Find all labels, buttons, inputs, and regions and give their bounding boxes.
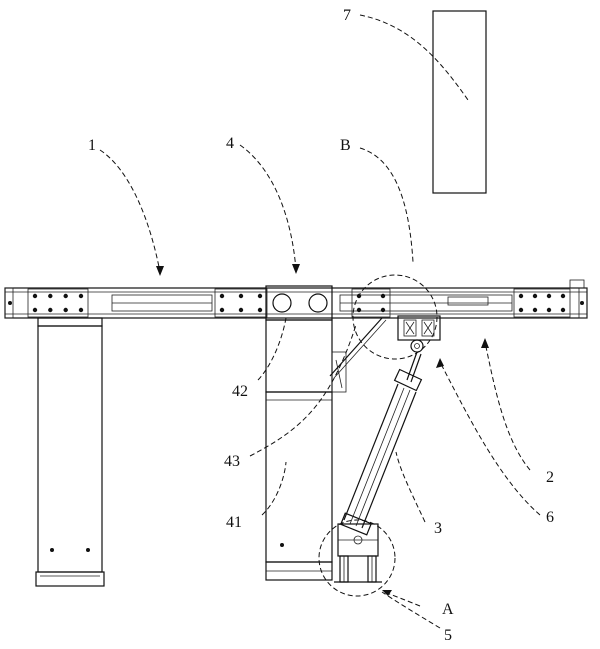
detail-circle-b bbox=[352, 274, 438, 360]
beam-holes bbox=[8, 293, 584, 313]
bolt-hole bbox=[63, 293, 68, 299]
beam-bolt-plates bbox=[27, 288, 571, 318]
hydraulic-cylinder bbox=[339, 351, 423, 536]
bolt-hole bbox=[257, 307, 263, 313]
center-support-unit bbox=[265, 285, 347, 581]
label-2: 2 bbox=[546, 469, 554, 486]
label-4: 4 bbox=[226, 135, 234, 152]
bolt-hole bbox=[78, 307, 84, 313]
bolt-hole bbox=[560, 293, 566, 299]
bolt-hole bbox=[518, 293, 524, 299]
bolt-hole bbox=[219, 293, 225, 299]
label-43: 43 bbox=[224, 453, 240, 470]
bolt-hole bbox=[532, 307, 538, 313]
bolt-hole bbox=[48, 293, 53, 299]
cylinder-base-mount bbox=[334, 523, 382, 583]
hinge-bracket bbox=[329, 315, 441, 379]
bolt-hole bbox=[238, 293, 244, 299]
label-6: 6 bbox=[546, 509, 554, 526]
left-support-leg bbox=[35, 317, 105, 587]
bolt-hole bbox=[219, 307, 225, 313]
label-5: 5 bbox=[444, 627, 452, 644]
bolt-hole bbox=[580, 301, 584, 305]
horizontal-beam bbox=[4, 279, 588, 319]
bolt-hole bbox=[380, 307, 386, 313]
detail-circle-a bbox=[318, 519, 396, 597]
bolt-hole bbox=[78, 293, 84, 299]
label-a: A bbox=[442, 601, 454, 618]
label-b: B bbox=[340, 137, 351, 154]
bolt-hole bbox=[8, 301, 12, 305]
bolt-hole bbox=[560, 307, 566, 313]
bolt-hole bbox=[518, 307, 524, 313]
bolt-hole bbox=[356, 307, 362, 313]
bolt-hole bbox=[546, 307, 552, 313]
label-1: 1 bbox=[88, 137, 96, 154]
leader-arrowheads bbox=[156, 264, 489, 596]
label-41: 41 bbox=[226, 514, 242, 531]
bolt-hole bbox=[63, 307, 68, 313]
bolt-hole bbox=[32, 293, 38, 299]
part-7-panel bbox=[432, 10, 487, 194]
bolt-hole bbox=[532, 293, 538, 299]
bolt-hole bbox=[257, 293, 263, 299]
label-7: 7 bbox=[343, 7, 351, 24]
bolt-hole bbox=[48, 307, 53, 313]
bolt-hole bbox=[238, 307, 244, 313]
label-42: 42 bbox=[232, 383, 248, 400]
label-3: 3 bbox=[434, 520, 442, 537]
leader-lines bbox=[99, 14, 541, 629]
bolt-hole bbox=[380, 293, 386, 299]
bolt-hole bbox=[32, 307, 38, 313]
bolt-hole bbox=[546, 293, 552, 299]
